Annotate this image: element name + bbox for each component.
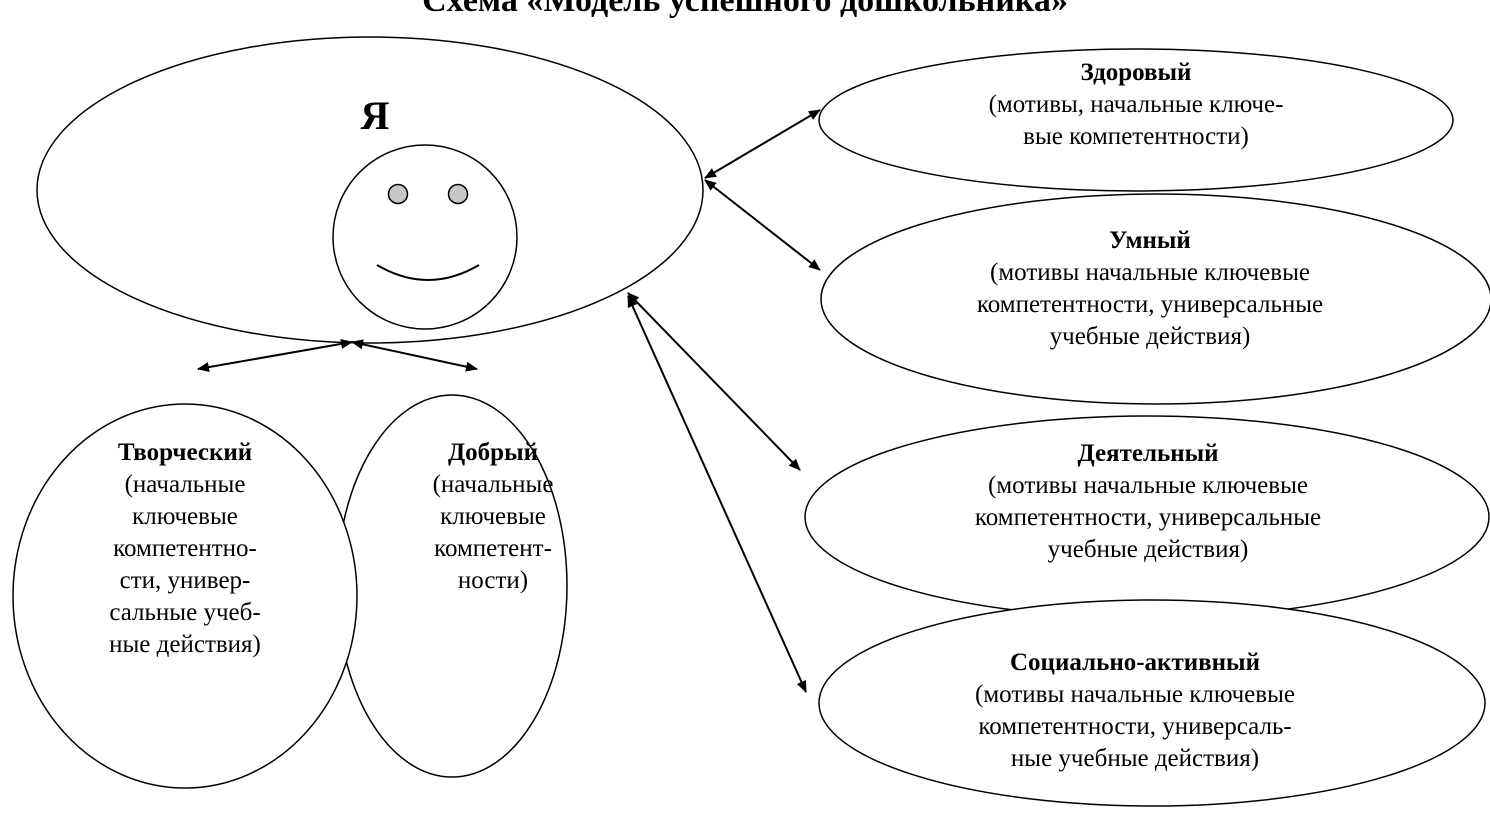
node-desc-line: (мотивы начальные ключевые [975,681,1295,708]
node-title: Деятельный [1077,440,1219,467]
node-title: Творческий [117,439,253,466]
arrow-to-deyatelnyi [627,292,801,471]
node-desc-line: компетентности, универсальные [976,291,1324,318]
node-desc-line: (начальные [432,471,554,498]
node-desc-line: учебные действия) [1049,323,1251,350]
node-desc-line: компетентно- [113,535,257,562]
node-zdorovyi: Здоровый (мотивы, начальные ключе- вые к… [846,57,1426,153]
tvorcheskiy-ellipse [12,403,358,789]
node-desc-line: вые компетентности) [1023,123,1249,150]
smiley-right-eye-icon [447,183,469,205]
node-umnyi: Умный (мотивы начальные ключевые компете… [860,225,1440,353]
node-tvorcheskiy: Творческий (начальные ключевые компетент… [55,437,315,661]
node-desc-line: сальные учеб- [109,599,261,626]
node-desc-line: (мотивы, начальные ключе- [988,91,1284,118]
node-desc-line: компетент- [434,535,552,562]
node-desc-line: ные учебные действия) [1010,745,1260,772]
node-socialno: Социально-активный (мотивы начальные клю… [845,647,1425,775]
node-desc-line: ные действия) [109,631,261,658]
node-desc-line: учебные действия) [1047,536,1249,563]
node-desc-line: ключевые [132,503,238,530]
node-desc-line: (начальные [124,471,246,498]
smiley-face-icon [332,144,518,330]
page-title: Схема «Модель успешного дошкольника» [422,0,1068,19]
arrow-to-zdorovyi [704,109,821,179]
smiley-mouth-icon [376,264,480,281]
node-desc-line: компетентности, универсальные [974,504,1322,531]
node-title: Умный [1109,227,1191,254]
node-title: Здоровый [1080,59,1192,86]
node-desc-line: ности) [457,567,529,594]
node-desc-line: (мотивы начальные ключевые [988,472,1308,499]
arrow-to-umnyi [704,179,821,271]
node-desc-line: сти, универ- [119,567,251,594]
node-dobryi: Добрый (начальные ключевые компетент- но… [393,437,593,597]
umnyi-ellipse [820,193,1490,405]
node-deyatelnyi: Деятельный (мотивы начальные ключевые ко… [858,438,1438,566]
node-title: Добрый [447,439,539,466]
smiley-left-eye-icon [387,183,409,205]
arrow-to-socialno [627,295,807,693]
node-desc-line: (мотивы начальные ключевые [990,259,1310,286]
arrow-to-dobryi [351,339,478,372]
node-desc-line: ключевые [440,503,546,530]
socialno-ellipse [818,599,1486,807]
center-label: Я [360,93,390,138]
node-desc-line: компетентности, универсаль- [978,713,1292,740]
arrow-to-tvorcheskiy [197,338,353,373]
node-title: Социально-активный [1010,649,1260,676]
